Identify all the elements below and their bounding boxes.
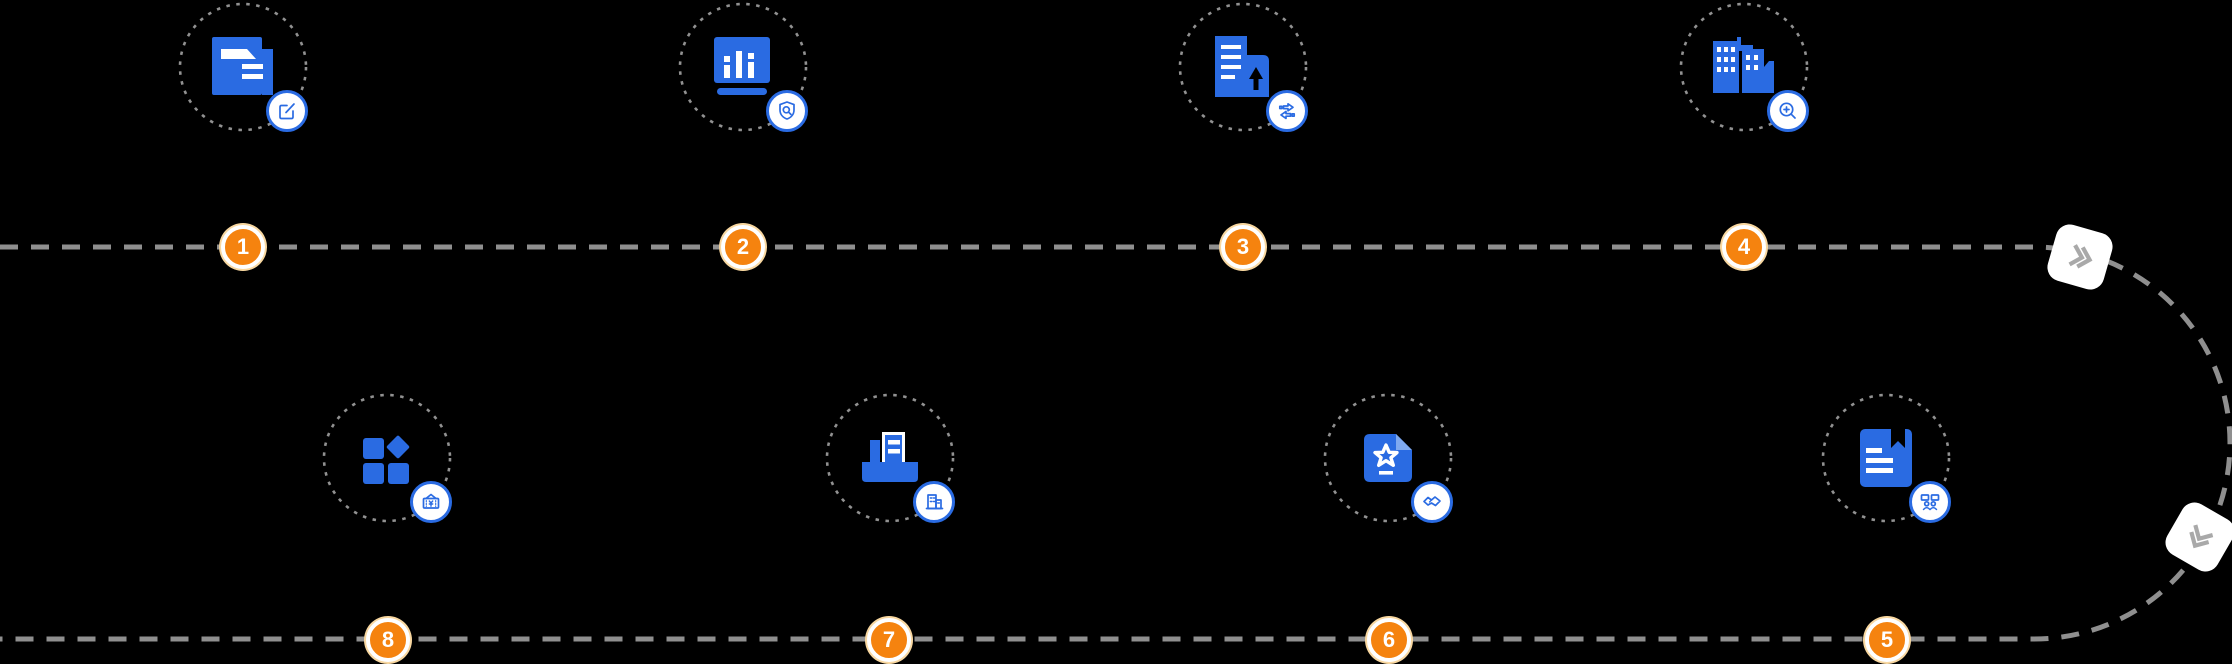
document-upload-icon xyxy=(1215,36,1269,97)
buildings-icon xyxy=(1713,37,1774,93)
bar-chart-board-icon xyxy=(714,37,770,95)
dashed-circle xyxy=(825,393,955,523)
zoom-in-icon xyxy=(1779,102,1796,119)
handshake-badge xyxy=(1411,481,1453,523)
meeting-people-badge xyxy=(1909,481,1951,523)
shield-search-icon xyxy=(779,101,795,120)
dashed-circle xyxy=(178,2,308,132)
handshake-icon xyxy=(1423,496,1441,507)
step-number: 5 xyxy=(1880,627,1894,652)
shield-search-badge xyxy=(766,90,808,132)
dashed-circle xyxy=(1679,2,1809,132)
folder-documents-icon xyxy=(212,37,273,95)
zoom-in-badge xyxy=(1767,90,1809,132)
step-number-badge-4: 4 xyxy=(1722,225,1766,269)
step-8 xyxy=(322,393,452,523)
step-number-badge-6: 6 xyxy=(1367,618,1411,662)
step-number-badge-1: 1 xyxy=(221,225,265,269)
step-2 xyxy=(678,2,808,132)
dashed-circle xyxy=(322,393,452,523)
edit-badge xyxy=(266,90,308,132)
dashed-circle xyxy=(678,2,808,132)
step-number: 2 xyxy=(736,234,750,259)
step-number-badge-5: 5 xyxy=(1865,618,1909,662)
step-number-badge-7: 7 xyxy=(867,618,911,662)
building-icon xyxy=(925,494,944,510)
step-number: 8 xyxy=(381,627,395,652)
step-number: 4 xyxy=(1737,234,1751,259)
app-grid-icon xyxy=(363,435,410,484)
archive-documents-icon xyxy=(862,432,918,482)
step-3 xyxy=(1178,2,1308,132)
dashed-circle xyxy=(1178,2,1308,132)
step-4 xyxy=(1679,2,1809,132)
transfer-arrows-icon xyxy=(1278,102,1296,120)
step-number: 1 xyxy=(236,234,250,259)
money-icon xyxy=(422,493,440,509)
step-7 xyxy=(825,393,955,523)
building-badge xyxy=(913,481,955,523)
step-number: 7 xyxy=(882,627,896,652)
meeting-people-icon xyxy=(1920,494,1940,511)
step-6 xyxy=(1323,393,1453,523)
step-1 xyxy=(178,2,308,132)
double-chevron-icon xyxy=(2189,524,2214,549)
money-badge xyxy=(410,481,452,523)
flow-arrow-top xyxy=(2044,221,2116,293)
step-number: 6 xyxy=(1382,627,1396,652)
step-5 xyxy=(1821,393,1951,523)
edit-icon xyxy=(279,103,295,120)
step-number-badge-8: 8 xyxy=(366,618,410,662)
double-chevron-icon xyxy=(2068,244,2093,269)
dashed-circle xyxy=(1821,393,1951,523)
star-certificate-icon xyxy=(1364,434,1412,482)
step-number: 3 xyxy=(1236,234,1250,259)
dashed-circle xyxy=(1323,393,1453,523)
contract-book-icon xyxy=(1860,429,1912,487)
step-number-badge-3: 3 xyxy=(1221,225,1265,269)
transfer-arrows-badge xyxy=(1266,90,1308,132)
flow-arrow-bottom xyxy=(2160,497,2232,577)
step-number-badge-2: 2 xyxy=(721,225,765,269)
